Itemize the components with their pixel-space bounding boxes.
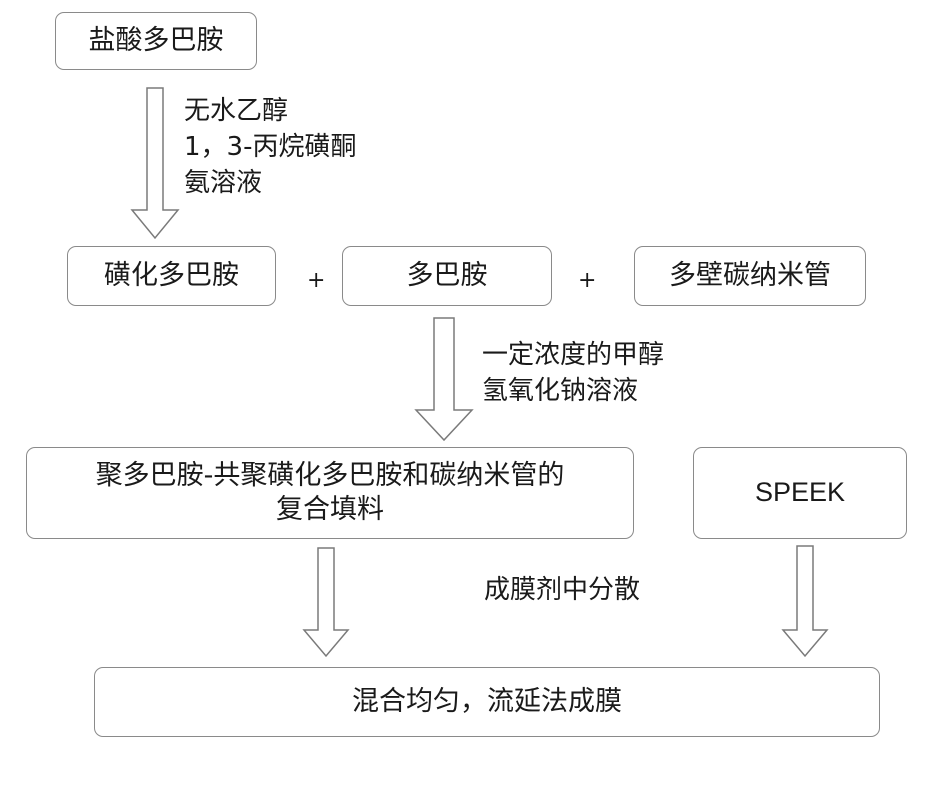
- node-speek: SPEEK: [693, 447, 907, 539]
- node-sulfonated-dopamine: 磺化多巴胺: [67, 246, 276, 306]
- arrow-down-3: [304, 548, 348, 656]
- node-composite-filler-line1: 聚多巴胺-共聚磺化多巴胺和碳纳米管的: [96, 459, 565, 493]
- node-dopamine-label: 多巴胺: [407, 259, 488, 293]
- node-speek-label: SPEEK: [755, 476, 845, 510]
- condition-step1-line3: 氨溶液: [184, 167, 262, 200]
- node-dopamine-hydrochloride-label: 盐酸多巴胺: [89, 24, 224, 58]
- plus-sign-2: +: [578, 270, 596, 292]
- condition-step2-line1: 一定浓度的甲醇: [482, 339, 664, 372]
- node-final-casting: 混合均匀，流延法成膜: [94, 667, 880, 737]
- condition-step2-line2: 氢氧化钠溶液: [482, 375, 638, 408]
- node-dopamine-hydrochloride: 盐酸多巴胺: [55, 12, 257, 70]
- node-sulfonated-dopamine-label: 磺化多巴胺: [104, 259, 239, 293]
- condition-step1-line2: 1，3-丙烷磺酮: [184, 131, 356, 164]
- condition-step3: 成膜剂中分散: [484, 574, 640, 607]
- arrow-down-1: [132, 88, 178, 238]
- condition-step1-line1: 无水乙醇: [184, 95, 288, 128]
- arrow-down-2: [416, 318, 472, 440]
- node-multiwall-carbon-nanotube: 多壁碳纳米管: [634, 246, 866, 306]
- node-composite-filler-line2: 复合填料: [276, 493, 384, 527]
- node-multiwall-carbon-nanotube-label: 多壁碳纳米管: [669, 259, 831, 293]
- node-composite-filler: 聚多巴胺-共聚磺化多巴胺和碳纳米管的 复合填料: [26, 447, 634, 539]
- node-dopamine: 多巴胺: [342, 246, 552, 306]
- arrow-down-4: [783, 546, 827, 656]
- node-final-casting-label: 混合均匀，流延法成膜: [352, 685, 622, 719]
- plus-sign-1: +: [307, 270, 325, 292]
